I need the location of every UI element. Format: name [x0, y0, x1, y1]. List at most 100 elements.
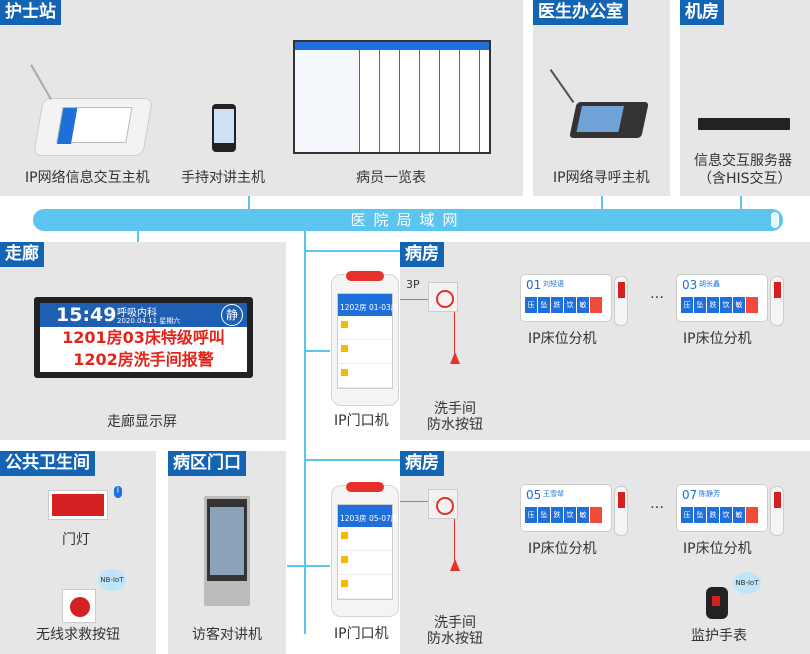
- device-label: IP门口机: [334, 626, 389, 642]
- screen-time: 15:49: [56, 304, 117, 326]
- connector-line: [304, 250, 400, 252]
- nb-iot-bubble: NB-IoT: [733, 572, 761, 594]
- sos-button-image: [62, 589, 96, 623]
- connector-line: [304, 459, 400, 461]
- connector-line: [248, 196, 250, 210]
- microphone-icon: [30, 64, 52, 100]
- device-label: IP床位分机: [683, 331, 752, 347]
- connector-line: [400, 501, 428, 502]
- connector-line: [137, 231, 139, 243]
- section-title: 护士站: [0, 0, 61, 25]
- bed-number: 03: [682, 278, 698, 292]
- call-handset-image: [770, 486, 784, 536]
- bed-number: 05: [526, 488, 542, 502]
- device-label: 访客对讲机: [192, 627, 262, 643]
- device-label: 信息交互服务器: [694, 153, 792, 169]
- device-label: 无线求救按钮: [36, 627, 120, 643]
- bed-number: 07: [682, 488, 698, 502]
- pull-cord: [454, 312, 455, 356]
- bluetooth-icon: ᛒ: [114, 486, 122, 498]
- connector-line: [304, 350, 330, 352]
- device-label: IP网络信息交互主机: [25, 170, 150, 186]
- device-label: 防水按钮: [427, 417, 483, 433]
- watch-image: [706, 587, 728, 619]
- section-title: 医生办公室: [533, 0, 628, 25]
- patient-name: 刘轻语: [543, 280, 564, 288]
- connector-line: [304, 231, 306, 634]
- device-label: IP门口机: [334, 413, 389, 429]
- patient-name: 胡长鑫: [699, 280, 720, 288]
- device-label: 门灯: [62, 532, 90, 548]
- call-handset-image: [614, 276, 628, 326]
- server-room-panel: 机房 信息交互服务器 （含HIS交互）: [680, 0, 810, 196]
- paging-host-image: [569, 102, 649, 138]
- server-image: [698, 118, 790, 130]
- screen-date: 2020.04.11 星期六: [117, 317, 181, 325]
- ip-info-console-image: [32, 98, 154, 156]
- patient-name: 陈静芳: [699, 490, 720, 498]
- bed-number: 01: [526, 278, 542, 292]
- section-title: 走廊: [0, 242, 44, 267]
- pull-cord: [454, 519, 455, 563]
- waterproof-button-image: [428, 489, 458, 519]
- section-title: 病房: [400, 242, 444, 267]
- ellipsis: …: [650, 496, 664, 512]
- pull-cord-handle: [450, 559, 460, 571]
- door-light-image: [48, 490, 108, 520]
- device-label: 洗手间: [434, 615, 476, 631]
- microphone-icon: [549, 69, 575, 103]
- door-screen-title: 1203房 05-07床: [338, 505, 398, 527]
- device-label: IP床位分机: [528, 331, 597, 347]
- device-label: 病员一览表: [356, 170, 426, 186]
- device-label: 走廊显示屏: [107, 414, 177, 430]
- visitor-intercom-image: [204, 496, 250, 606]
- ip-door-unit: 1203房 05-07床: [331, 482, 399, 617]
- waterproof-button-image: [428, 282, 458, 312]
- connector-line: [601, 196, 603, 210]
- mute-icon: 静: [221, 304, 243, 326]
- corridor-panel: 走廊 15:49 呼吸内科 2020.04.11 星期六 静 1201房03床特…: [0, 242, 286, 440]
- patient-board-image: [293, 40, 491, 154]
- call-handset-image: [770, 276, 784, 326]
- ward-entrance-panel: 病区门口 访客对讲机: [168, 451, 286, 654]
- device-label: IP床位分机: [528, 541, 597, 557]
- patient-name: 王雪琴: [543, 490, 564, 498]
- door-screen-title: 1202房 01-03床: [338, 294, 398, 316]
- public-toilet-panel: 公共卫生间 ᛒ 门灯 NB-IoT 无线求救按钮: [0, 451, 156, 654]
- device-label: 监护手表: [691, 628, 747, 644]
- device-label: （含HIS交互）: [698, 171, 792, 187]
- pull-cord-handle: [450, 352, 460, 364]
- network-label: 医院局域网: [350, 211, 466, 229]
- device-label: 防水按钮: [427, 631, 483, 647]
- call-handset-image: [614, 486, 628, 536]
- device-label: 手持对讲主机: [181, 170, 265, 186]
- section-title: 机房: [680, 0, 724, 25]
- screen-alert-line: 1202房洗手间报警: [73, 350, 214, 369]
- cable-label: 3P: [406, 278, 420, 291]
- nb-iot-bubble: NB-IoT: [98, 569, 126, 591]
- device-label: 洗手间: [434, 401, 476, 417]
- corridor-display-screen: 15:49 呼吸内科 2020.04.11 星期六 静 1201房03床特级呼叫…: [34, 297, 253, 378]
- device-label: IP床位分机: [683, 541, 752, 557]
- screen-alert-line: 1201房03床特级呼叫: [62, 328, 225, 347]
- handheld-phone-image: [212, 104, 236, 152]
- bus-end-cap: [771, 212, 779, 228]
- connector-line: [740, 196, 742, 210]
- connector-line: [400, 299, 428, 300]
- connector-line: [287, 565, 330, 567]
- nurse-station-panel: 护士站 IP网络信息交互主机 手持对讲主机 病员一览表: [0, 0, 523, 196]
- device-label: IP网络寻呼主机: [553, 170, 650, 186]
- ip-door-unit: 1202房 01-03床: [331, 271, 399, 406]
- screen-dept: 呼吸内科: [117, 308, 157, 319]
- doctor-office-panel: 医生办公室 IP网络寻呼主机: [533, 0, 670, 196]
- hospital-lan-bus: 医院局域网: [33, 209, 783, 231]
- section-title: 病区门口: [168, 451, 246, 476]
- section-title: 公共卫生间: [0, 451, 95, 476]
- ellipsis: …: [650, 286, 664, 302]
